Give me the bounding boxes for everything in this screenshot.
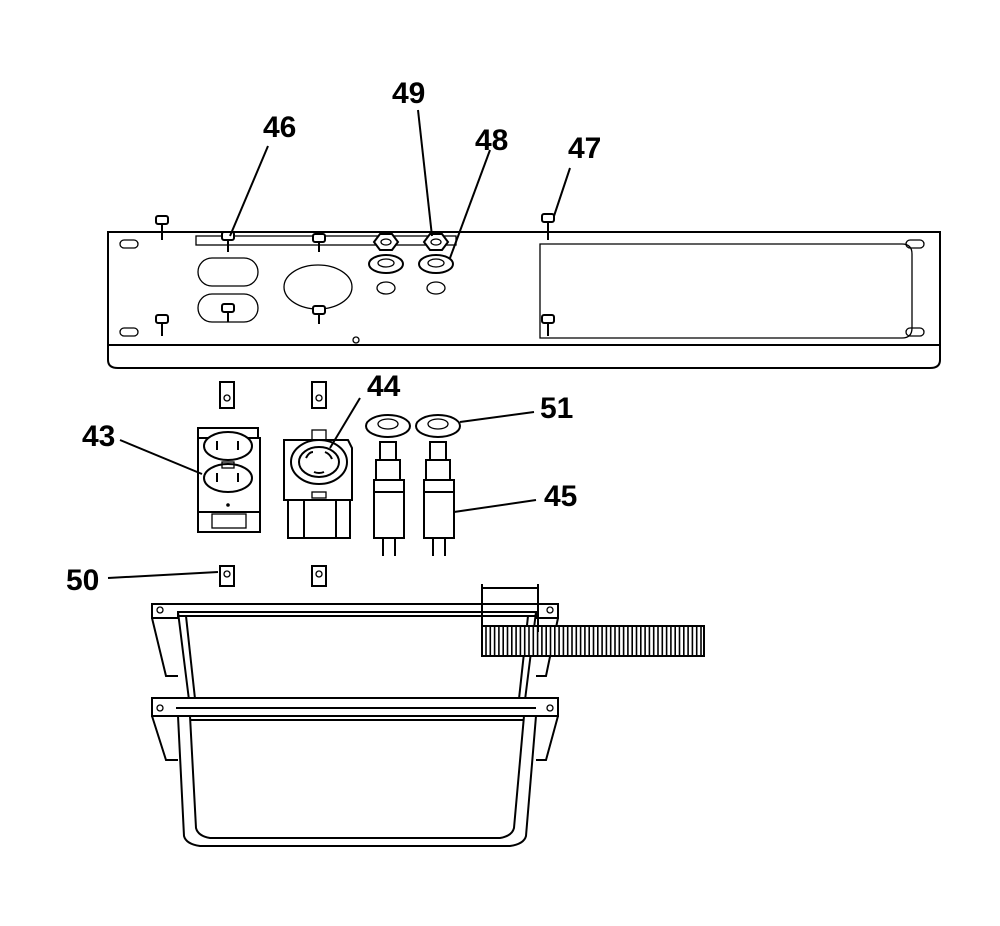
twist-lock-receptacle [283,429,353,539]
switch-left [373,441,405,556]
lower-clips [219,565,327,587]
screw-bottom-left [155,314,169,336]
callout-43: 43 [82,420,115,453]
screw-47 [541,213,555,240]
callout-45: 45 [544,480,577,513]
callout-47: 47 [568,132,601,165]
switch-washers [365,414,461,438]
screw-oval-bottom [221,303,235,322]
flexible-conduit [481,584,705,657]
callout-labels: 46 49 48 47 43 44 51 45 50 [66,77,601,597]
panel-washers [368,254,454,274]
clip-upper-left [219,381,235,409]
hex-nuts [372,233,450,251]
leader-lines [107,109,571,579]
clip-lower-right [311,565,327,587]
screw-mid-bottom [312,305,326,324]
duplex-receptacle [197,427,261,533]
clip-upper-right [311,381,327,409]
screw-mid-top [312,233,326,252]
callout-49: 49 [392,77,425,110]
screw-top-left [155,215,169,240]
callout-46: 46 [263,111,296,144]
callout-48: 48 [475,124,508,157]
callout-51: 51 [540,392,573,425]
panel-plate [107,231,941,369]
callout-44: 44 [367,370,401,403]
screw-right-bottom [541,314,555,336]
switch-right [423,441,455,556]
clip-lower-left [219,565,235,587]
upper-clips [219,381,327,409]
callout-50: 50 [66,564,99,597]
electrical-box [151,603,559,847]
